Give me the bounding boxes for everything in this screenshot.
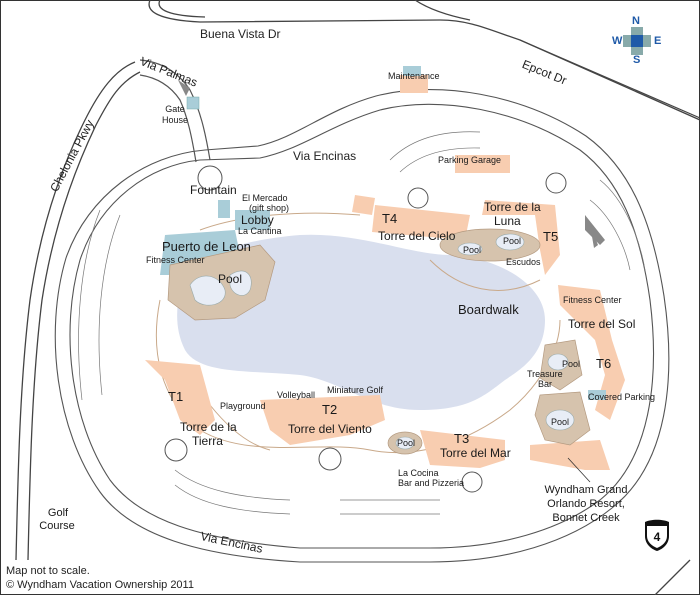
label-torre-del-mar: Torre del Mar — [440, 446, 511, 460]
compass-n: N — [632, 15, 640, 27]
label-torre-de-la-luna-1: Torre de la — [484, 200, 541, 214]
label-fountain: Fountain — [190, 183, 237, 197]
label-escudos: Escudos — [506, 257, 541, 267]
outer-roads — [15, 0, 700, 595]
label-lobby: Lobby — [241, 213, 274, 227]
label-el-mercado: El Mercado — [242, 193, 288, 203]
t1-building — [145, 360, 215, 435]
label-pool-t5-b: Pool — [463, 245, 482, 255]
label-golf: Golf — [47, 507, 69, 519]
footer-scale-note: Map not to scale. — [6, 565, 90, 577]
label-treasure: Treasure — [527, 369, 563, 379]
label-torre-del-sol: Torre del Sol — [568, 317, 636, 331]
label-t3: T3 — [454, 431, 470, 446]
parking-rows — [78, 131, 646, 515]
t4-building — [352, 195, 375, 215]
torre-luna-building — [482, 200, 560, 275]
label-t2: T2 — [322, 402, 338, 417]
road-via-encinas-top: Via Encinas — [293, 149, 357, 163]
torre-sol-building — [558, 285, 625, 420]
label-t4: T4 — [382, 211, 398, 226]
interstate-shield-icon: 4 — [643, 518, 671, 552]
t3-building — [420, 430, 505, 468]
label-volleyball: Volleyball — [277, 390, 316, 400]
via-encinas-loop — [54, 89, 670, 563]
via-palmas-road — [139, 59, 211, 161]
label-wyndham-3: Bonnet Creek — [552, 512, 620, 524]
label-fitness-center-left: Fitness Center — [146, 255, 205, 265]
interstate-number: 4 — [653, 530, 661, 544]
label-pool-t6: Pool — [562, 359, 581, 369]
label-house: House — [161, 115, 188, 125]
label-maintenance: Maintenance — [388, 71, 440, 81]
label-t5: T5 — [543, 229, 559, 244]
parking-garage — [455, 155, 510, 173]
map-footer: Map not to scale. © Wyndham Vacation Own… — [6, 564, 194, 592]
label-fitness-center-right: Fitness Center — [563, 295, 622, 305]
label-torre-del-viento: Torre del Viento — [288, 422, 372, 436]
label-bar: Bar — [538, 379, 553, 389]
compass-icon — [623, 27, 651, 55]
label-torre-de-la-luna-2: Luna — [494, 214, 521, 228]
main-pool-deck — [167, 244, 276, 321]
label-t1: T1 — [168, 389, 184, 404]
label-wyndham-1: Wyndham Grand — [544, 484, 628, 496]
footer-copyright: © Wyndham Vacation Ownership 2011 — [6, 579, 194, 591]
label-gate: Gate — [165, 104, 185, 114]
compass-rose: N S W E — [612, 16, 662, 66]
label-parking-garage: Parking Garage — [438, 155, 502, 165]
label-gift-shop: (gift shop) — [249, 203, 290, 213]
label-miniature-golf: Miniature Golf — [327, 385, 384, 395]
label-pool-main: Pool — [218, 272, 243, 286]
label-pool-bottom-right: Pool — [551, 417, 570, 427]
compass-s: S — [633, 54, 641, 66]
torre-cielo-building — [372, 205, 470, 240]
label-wyndham-2: Orlando Resort, — [547, 498, 625, 510]
label-course: Course — [39, 520, 75, 532]
covered-parking-building — [588, 390, 606, 400]
label-pool-t3: Pool — [397, 438, 416, 448]
label-torre-del-cielo: Torre del Cielo — [378, 229, 456, 243]
lobby-building — [235, 210, 270, 230]
label-la-cantina: La Cantina — [238, 226, 282, 236]
compass-w: W — [612, 35, 623, 47]
t2-building — [260, 395, 385, 445]
label-puerto-de-leon: Puerto de Leon — [162, 239, 251, 254]
label-t6: T6 — [596, 356, 612, 371]
label-torre-de-la-tierra-1: Torre de la — [180, 420, 237, 434]
fountain-circle — [197, 165, 223, 191]
maintenance-building — [403, 66, 421, 76]
buildings — [145, 75, 625, 470]
label-boardwalk: Boardwalk — [458, 302, 519, 317]
label-covered-parking: Covered Parking — [588, 392, 656, 402]
label-la-cocina: La Cocina — [398, 468, 439, 478]
label-torre-de-la-tierra-2: Tierra — [192, 434, 223, 448]
compass-e: E — [654, 35, 662, 47]
road-buena-vista-dr: Buena Vista Dr — [200, 27, 281, 41]
label-pool-t5-a: Pool — [503, 236, 522, 246]
gate-house-building — [186, 96, 200, 110]
label-bar-and-pizzeria: Bar and Pizzeria — [398, 478, 465, 488]
walkways — [155, 212, 561, 454]
label-playground: Playground — [220, 401, 266, 411]
